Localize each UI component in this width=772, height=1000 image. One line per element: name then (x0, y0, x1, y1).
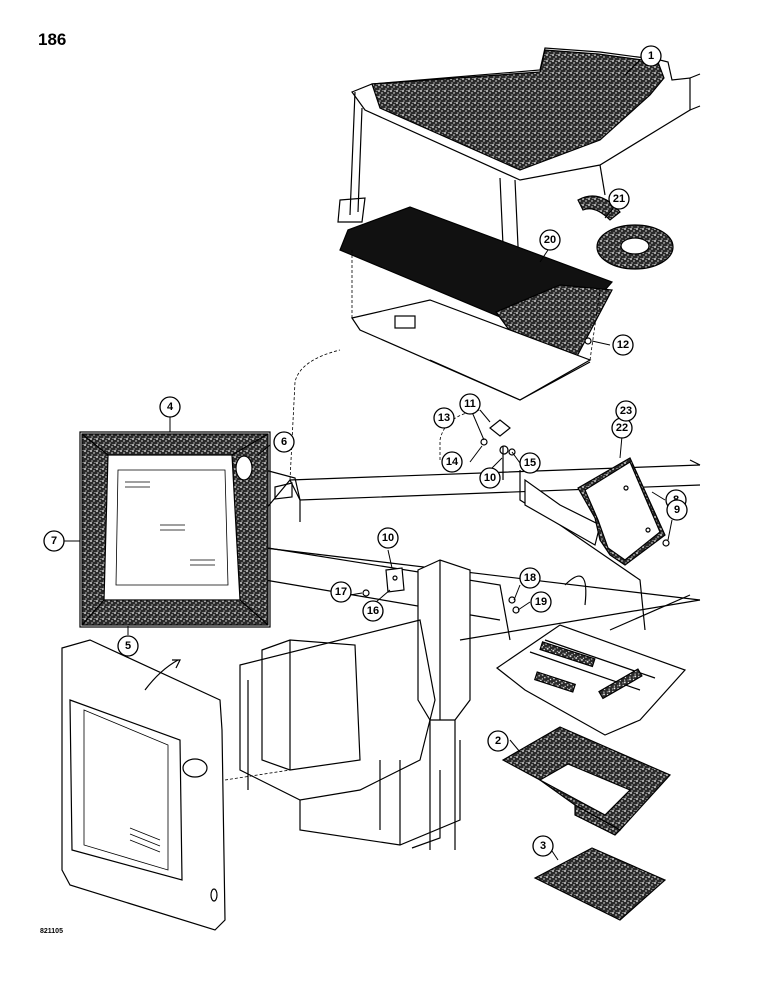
leader-lines (64, 59, 673, 861)
callout-20-label: 20 (544, 234, 556, 246)
hardware-cluster (362, 337, 670, 614)
callout-6-label: 6 (281, 436, 287, 448)
callout-19-label: 19 (535, 596, 547, 608)
door-panel (61, 639, 291, 931)
callout-12: 12 (612, 334, 634, 356)
foam-tape-roll (577, 195, 674, 270)
callout-3-label: 3 (540, 840, 546, 852)
callout-13-label: 13 (438, 412, 450, 424)
small-mat (533, 847, 667, 921)
callout-12-label: 12 (617, 339, 629, 351)
callout-15: 15 (519, 452, 541, 474)
wedge-panel (339, 206, 614, 401)
callout-19: 19 (530, 591, 552, 613)
callout-16: 16 (362, 600, 384, 622)
callout-17-label: 17 (335, 586, 347, 598)
callout-10-lower: 10 (479, 467, 501, 489)
floor-mat (501, 726, 672, 836)
callout-4-label: 4 (167, 401, 174, 413)
side-panel (577, 457, 666, 566)
callout-4: 4 (159, 396, 181, 418)
callout-7-label: 7 (51, 535, 57, 547)
callout-1: 1 (640, 45, 662, 67)
callout-2-label: 2 (495, 735, 501, 747)
callout-11: 11 (459, 393, 481, 415)
roof-canopy (337, 47, 701, 291)
figure-code: 821105 (40, 928, 63, 935)
callout-18: 18 (519, 567, 541, 589)
callout-14-label: 14 (446, 456, 459, 468)
frame-structure (239, 349, 701, 850)
callout-5-label: 5 (125, 640, 131, 652)
callout-2: 2 (487, 730, 509, 752)
callout-9-label-group: 9 (666, 499, 688, 521)
callout-21-label: 21 (613, 193, 625, 205)
callout-23-label: 23 (620, 405, 632, 417)
callout-23: 23 (615, 400, 637, 422)
callout-18-label: 18 (524, 572, 536, 584)
callout-10-upper: 10 (377, 527, 399, 549)
callout-10a-label: 10 (382, 532, 394, 544)
callout-21: 21 (608, 188, 630, 210)
callout-13: 13 (433, 407, 455, 429)
callout-15-label: 15 (524, 457, 536, 469)
callout-14: 14 (441, 451, 463, 473)
callout-11-label: 11 (464, 398, 476, 410)
page-number: 186 (38, 30, 67, 49)
callout-3: 3 (532, 835, 554, 857)
callout-9-label: 9 (674, 504, 680, 516)
callout-20: 20 (539, 229, 561, 251)
callout-1-label: 1 (648, 50, 654, 62)
door-insulation-set (79, 431, 271, 628)
callout-16-label: 16 (367, 605, 379, 617)
callout-10b-label: 10 (484, 472, 496, 484)
callout-17: 17 (330, 581, 352, 603)
callout-22-label: 22 (616, 422, 628, 434)
callout-5: 5 (117, 635, 139, 657)
callout-6: 6 (273, 431, 295, 453)
callout-7: 7 (43, 530, 65, 552)
